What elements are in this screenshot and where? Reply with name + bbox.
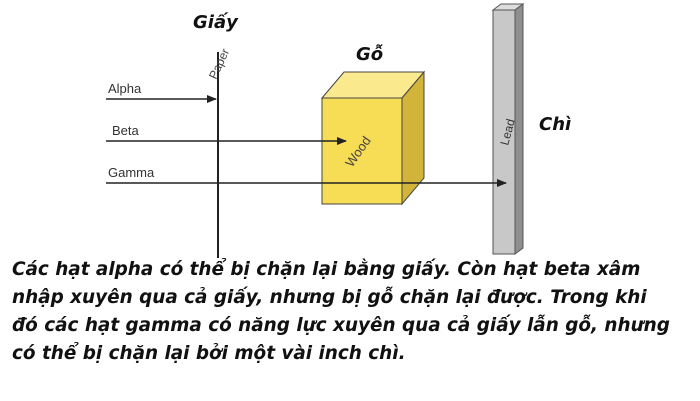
caption-line-2: nhập xuyên qua cả giấy, nhưng bị gỗ chặn… bbox=[12, 287, 647, 308]
alpha-label: Alpha bbox=[108, 81, 142, 96]
radiation-penetration-diagram: Paper Giấy Wood Gỗ Lead Chì Alpha Beta G… bbox=[106, 3, 571, 258]
paper-label: Paper bbox=[206, 46, 232, 81]
paper-vn-label: Giấy bbox=[193, 12, 239, 33]
alpha-ray: Alpha bbox=[106, 81, 217, 103]
lead-vn-label: Chì bbox=[539, 114, 571, 135]
beta-ray: Beta bbox=[106, 123, 347, 145]
wood-vn-label: Gỗ bbox=[356, 43, 383, 65]
gamma-label: Gamma bbox=[108, 165, 155, 180]
lead-slab bbox=[491, 3, 525, 255]
beta-label: Beta bbox=[112, 123, 140, 138]
lead-label: Lead bbox=[497, 117, 517, 146]
caption-line-3: đó các hạt gamma có năng lực xuyên qua c… bbox=[12, 315, 670, 336]
wood-block bbox=[320, 70, 426, 206]
gamma-ray: Gamma bbox=[106, 165, 507, 187]
caption-line-4: có thể bị chặn lại bởi một vài inch chì. bbox=[12, 343, 406, 364]
wood-front-face bbox=[321, 97, 403, 205]
caption-line-1: Các hạt alpha có thể bị chặn lại bằng gi… bbox=[12, 259, 641, 280]
lead-front-face bbox=[492, 9, 516, 255]
caption: Các hạt alpha có thể bị chặn lại bằng gi… bbox=[12, 256, 696, 368]
lead-side-face bbox=[514, 3, 524, 255]
